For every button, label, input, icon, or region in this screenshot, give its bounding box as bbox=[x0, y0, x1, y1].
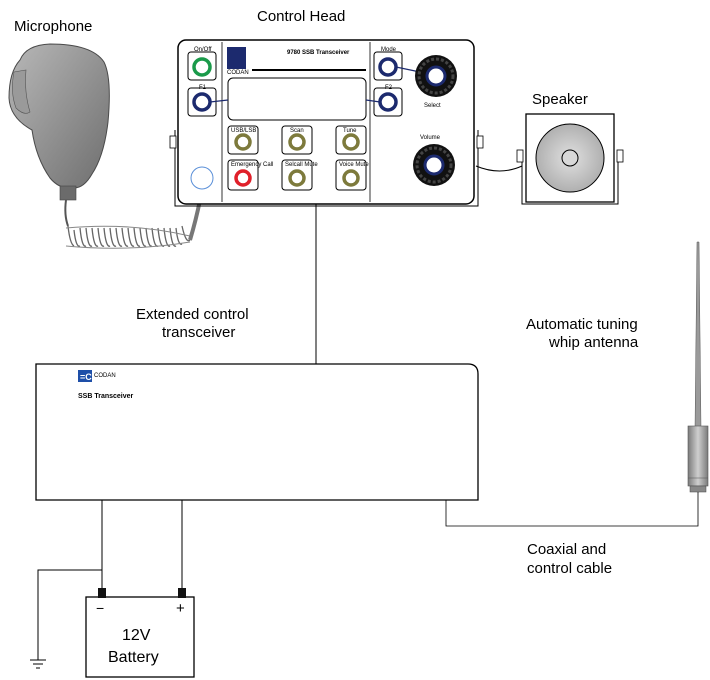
head-model-text: 9780 SSB Transceiver bbox=[287, 50, 350, 56]
coax-label-line1: Coaxial and bbox=[527, 541, 606, 558]
battery-negative-terminal bbox=[98, 588, 106, 598]
usb-lsb-button[interactable]: USB/LSB bbox=[227, 125, 259, 155]
extended-label-line2: transceiver bbox=[162, 324, 235, 341]
f1-button[interactable]: F1 bbox=[187, 85, 217, 117]
extended-label-line1: Extended control bbox=[136, 306, 249, 323]
control-head-label: Control Head bbox=[257, 8, 345, 25]
battery-minus: − bbox=[96, 600, 104, 616]
transceiver-model: SSB Transceiver bbox=[78, 393, 134, 400]
battery-positive-terminal bbox=[178, 588, 186, 598]
mode-button[interactable]: Mode bbox=[373, 47, 403, 81]
head-logo-text: CODAN bbox=[227, 70, 249, 76]
microphone-label: Microphone bbox=[14, 18, 92, 35]
coax-label-line2: control cable bbox=[527, 560, 612, 577]
whip-antenna bbox=[687, 241, 709, 493]
scan-button[interactable]: Scan bbox=[281, 125, 313, 155]
emergency-label: Emergency Call bbox=[231, 162, 273, 168]
battery-label: Battery bbox=[108, 649, 159, 666]
svg-text:=C: =C bbox=[80, 372, 92, 382]
transceiver-box: =C CODAN SSB Transceiver bbox=[35, 363, 479, 501]
volume-label: Volume bbox=[420, 135, 441, 141]
ground-icon bbox=[30, 659, 46, 669]
on-off-button[interactable]: On/Off bbox=[187, 47, 217, 81]
battery-voltage: 12V bbox=[122, 627, 151, 644]
f2-label: F2 bbox=[385, 85, 393, 91]
emergency-call-button[interactable]: Emergency Call bbox=[227, 159, 273, 191]
antenna-label-line2: whip antenna bbox=[548, 334, 639, 351]
battery: − + 12V Battery bbox=[85, 588, 195, 678]
microphone bbox=[8, 43, 206, 249]
battery-plus: + bbox=[176, 600, 185, 617]
speaker-label: Speaker bbox=[532, 91, 588, 108]
coiled-cord bbox=[67, 225, 191, 247]
mode-label: Mode bbox=[381, 47, 397, 53]
lcd-display bbox=[227, 77, 367, 121]
select-label: Select bbox=[424, 103, 441, 109]
select-knob[interactable]: Select bbox=[415, 55, 457, 109]
voice-label: Voice Mute bbox=[339, 162, 369, 168]
tune-button[interactable]: Tune bbox=[335, 125, 367, 155]
codan-logo-icon bbox=[227, 47, 246, 69]
scan-label: Scan bbox=[290, 128, 304, 134]
mic-socket bbox=[190, 166, 214, 190]
voice-mute-button[interactable]: Voice Mute bbox=[335, 159, 369, 191]
transceiver-brand: CODAN bbox=[94, 373, 116, 379]
speaker bbox=[516, 113, 624, 205]
f2-button[interactable]: F2 bbox=[373, 85, 403, 117]
antenna-label-line1: Automatic tuning bbox=[526, 316, 638, 333]
volume-knob[interactable]: Volume bbox=[413, 135, 455, 186]
f1-label: F1 bbox=[199, 85, 207, 91]
selcall-mute-button[interactable]: Selcall Mute bbox=[281, 159, 318, 191]
tune-label: Tune bbox=[343, 128, 357, 134]
usb-lsb-label: USB/LSB bbox=[231, 128, 256, 134]
on-off-label: On/Off bbox=[194, 47, 212, 53]
selcall-label: Selcall Mute bbox=[285, 162, 318, 168]
transceiver-logo-icon bbox=[78, 370, 92, 382]
control-head: CODAN 9780 SSB Transceiver On/Off F1 Mod… bbox=[169, 39, 484, 207]
